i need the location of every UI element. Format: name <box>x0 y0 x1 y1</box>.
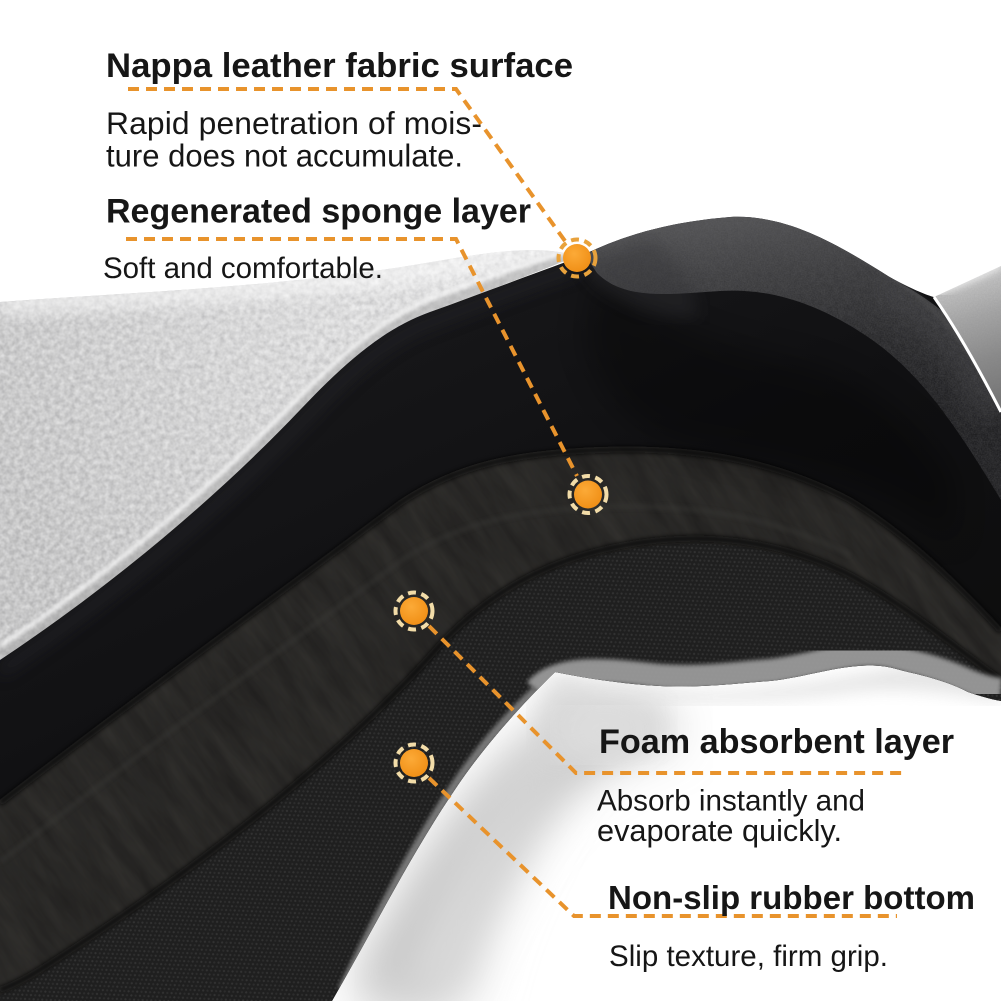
svg-text:Soft and comfortable.: Soft and comfortable. <box>103 252 383 285</box>
svg-text:ture does not accumulate.: ture does not accumulate. <box>106 138 463 174</box>
svg-text:Rapid penetration of mois-: Rapid penetration of mois- <box>106 105 482 141</box>
svg-text:Absorb instantly and: Absorb instantly and <box>597 785 865 818</box>
svg-text:Non-slip rubber bottom: Non-slip rubber bottom <box>608 879 975 916</box>
svg-text:evaporate quickly.: evaporate quickly. <box>597 813 842 848</box>
svg-text:Slip texture, firm grip.: Slip texture, firm grip. <box>609 940 888 973</box>
svg-text:Foam absorbent layer: Foam absorbent layer <box>599 723 954 761</box>
svg-text:Nappa leather fabric surface: Nappa leather fabric surface <box>106 47 573 85</box>
svg-text:Regenerated sponge layer: Regenerated sponge layer <box>106 193 531 231</box>
